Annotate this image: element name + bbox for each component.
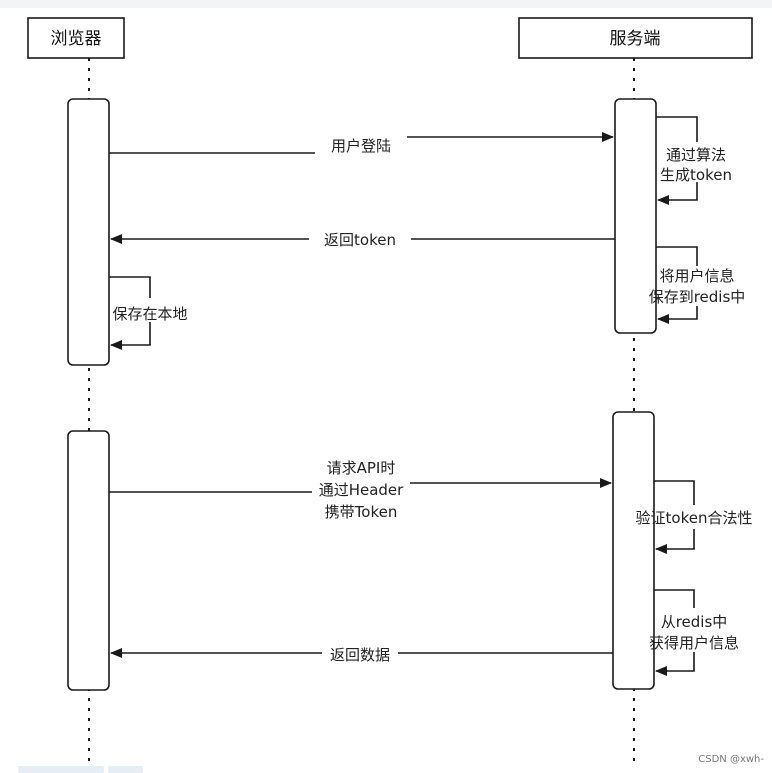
message-return-data: 返回数据 (110, 646, 613, 664)
self-call-get-user-info: 从redis中 获得用户信息 (649, 589, 739, 676)
message-return-data-label: 返回数据 (330, 646, 390, 664)
self-call-save-redis: 将用户信息 保存到redis中 (649, 246, 746, 324)
server-participant-box (518, 17, 753, 59)
save-redis-label-line2: 保存到redis中 (649, 288, 746, 306)
save-redis-label-line1: 将用户信息 (659, 267, 734, 285)
get-user-info-label-line2: 获得用户信息 (649, 634, 739, 652)
bottom-strip-left (18, 766, 104, 773)
message-return-token-label: 返回token (324, 231, 396, 249)
verify-token-label: 验证token合法性 (636, 509, 753, 527)
save-local-label: 保存在本地 (112, 305, 187, 323)
request-api-label-line2: 通过Header (319, 481, 404, 499)
browser-participant-box (27, 17, 125, 59)
server-activation-2 (612, 411, 655, 690)
self-call-verify-token: 验证token合法性 (636, 480, 753, 554)
browser-activation-1 (67, 98, 110, 366)
self-call-generate-token: 通过算法 生成token (656, 116, 732, 205)
message-request-api: 请求API时 通过Header 携带Token (109, 459, 612, 521)
generate-token-label-line1: 通过算法 (666, 146, 726, 164)
message-user-login: 用户登陆 (109, 132, 614, 155)
watermark: CSDN @xwh- (698, 754, 764, 765)
request-api-label-line1: 请求API时 (327, 459, 396, 477)
message-user-login-label: 用户登陆 (331, 137, 391, 155)
bottom-strip-right (108, 766, 143, 773)
browser-participant-label: 浏览器 (51, 29, 102, 49)
request-api-label-line3: 携带Token (325, 503, 398, 521)
top-strip (0, 0, 772, 8)
browser-activation-2 (67, 430, 110, 691)
server-participant-label: 服务端 (610, 29, 661, 49)
self-call-save-local: 保存在本地 (109, 276, 188, 350)
generate-token-label-line2: 生成token (660, 166, 732, 184)
message-return-token: 返回token (110, 231, 615, 249)
get-user-info-label-line1: 从redis中 (661, 613, 728, 631)
server-activation-1 (614, 98, 657, 334)
